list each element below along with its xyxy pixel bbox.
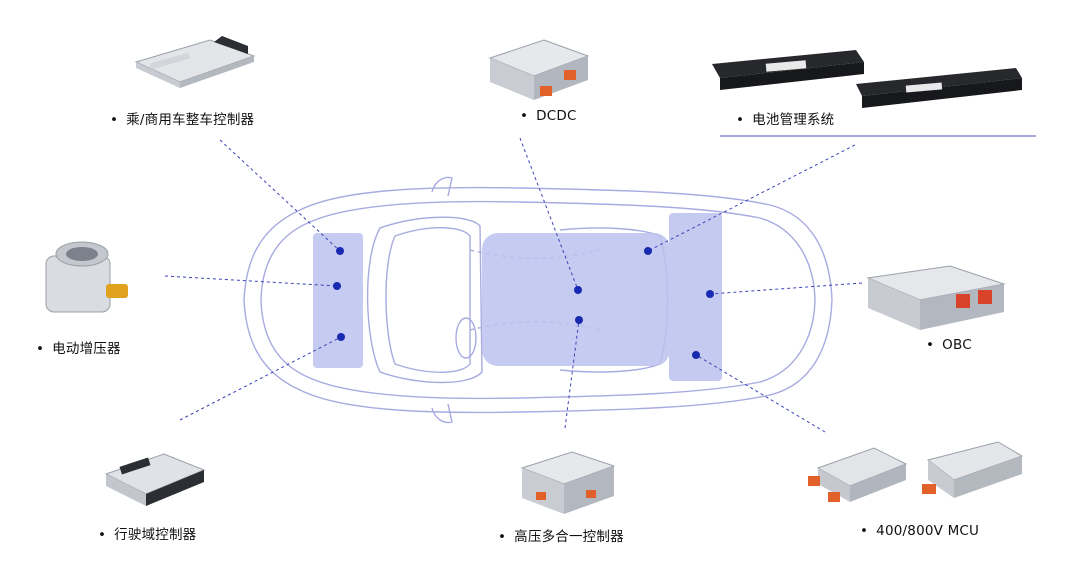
- bullet: •: [98, 527, 107, 543]
- label-hv-text: 高压多合一控制器: [514, 529, 624, 545]
- leader-obc: [709, 282, 863, 295]
- dot-bms: [644, 247, 652, 255]
- label-mcu: • 400/800V MCU: [860, 523, 979, 539]
- obc-product-image: [866, 265, 1006, 330]
- label-bms: • 电池管理系统: [736, 108, 834, 128]
- leader-bms: [647, 144, 856, 252]
- label-obc: • OBC: [926, 337, 972, 353]
- turbo-product-image: [45, 241, 128, 313]
- hv-product-image: [520, 451, 616, 514]
- leader-hv: [564, 319, 580, 429]
- dot-obc: [706, 290, 714, 298]
- dot-hv: [575, 316, 583, 324]
- label-adas-text: 行驶域控制器: [114, 527, 197, 543]
- dcdc-product-image: [488, 39, 590, 100]
- label-vcu-text: 乘/商用车整车控制器: [126, 112, 255, 128]
- bullet: •: [736, 112, 745, 128]
- bullet: •: [860, 523, 869, 539]
- bullet: •: [520, 108, 529, 124]
- bullet: •: [498, 529, 507, 545]
- front-zone: [313, 233, 363, 368]
- vcu-product-image: [134, 36, 256, 88]
- leader-vcu: [219, 139, 341, 252]
- rear-zone: [669, 213, 722, 381]
- connection-dots: [333, 247, 714, 359]
- dot-vcu: [336, 247, 344, 255]
- leader-turbo: [164, 275, 338, 287]
- highlight-zones: [313, 213, 722, 381]
- dot-turbo: [333, 282, 341, 290]
- bullet: •: [110, 112, 119, 128]
- label-dcdc-text: DCDC: [536, 108, 577, 124]
- label-mcu-text: 400/800V MCU: [876, 523, 980, 539]
- dot-adas: [337, 333, 345, 341]
- label-turbo-text: 电动增压器: [52, 341, 121, 357]
- bullet: •: [36, 341, 45, 357]
- center-zone: [482, 233, 670, 366]
- label-obc-text: OBC: [942, 337, 972, 353]
- label-adas: • 行驶域控制器: [98, 523, 196, 543]
- label-dcdc: • DCDC: [520, 108, 577, 124]
- dot-mcu: [692, 351, 700, 359]
- label-hv: • 高压多合一控制器: [498, 525, 624, 545]
- dot-dcdc: [574, 286, 582, 294]
- label-turbo: • 电动增压器: [36, 337, 121, 357]
- label-vcu: • 乘/商用车整车控制器: [110, 108, 254, 128]
- leader-mcu: [695, 354, 826, 433]
- adas-product-image: [104, 453, 206, 506]
- leader-adas: [179, 336, 342, 421]
- leader-lines: [164, 137, 863, 433]
- bullet: •: [926, 337, 935, 353]
- mcu-product-image: [808, 441, 1024, 502]
- label-bms-text: 电池管理系统: [752, 112, 835, 128]
- bms-product-image: [712, 50, 1022, 108]
